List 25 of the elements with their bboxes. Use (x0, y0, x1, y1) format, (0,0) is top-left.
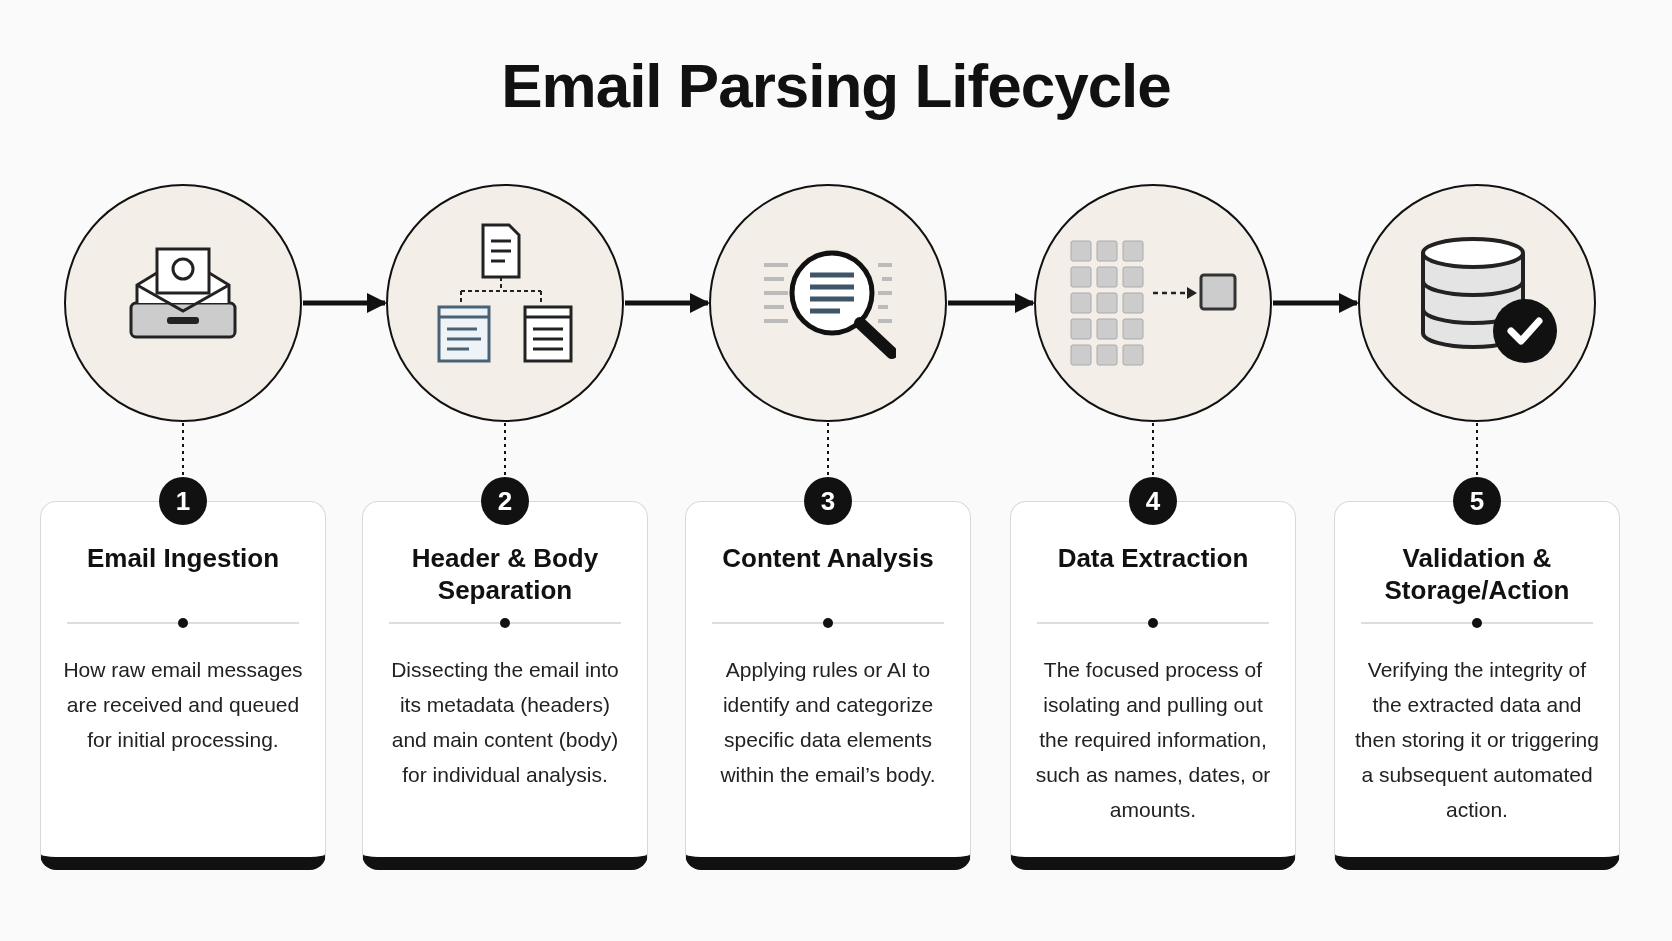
step-heading: Email Ingestion (85, 542, 281, 575)
step-description: How raw email messages are received and queued for initial processing. (62, 657, 304, 753)
dotted-connector (1152, 422, 1154, 477)
step-number: 3 (804, 477, 852, 525)
step-number: 5 (1453, 477, 1501, 525)
step-heading: Content Analysis (721, 542, 935, 575)
arrow (948, 293, 1035, 313)
step-number: 2 (481, 477, 529, 525)
dotted-connector (182, 422, 184, 477)
dotted-connector (504, 422, 506, 477)
step-number: 4 (1129, 477, 1177, 525)
arrow (1273, 293, 1359, 313)
step-description: Dissecting the email into its metadata (headers) and main content (body) for individual analysis. (390, 657, 620, 788)
step-description: Verifying the integrity of the extracted data and then storing it or triggering a subsequent automated action. (1355, 657, 1599, 823)
step-heading: Data Extraction (1056, 542, 1250, 575)
step-number: 1 (159, 477, 207, 525)
step-description: Applying rules or AI to identify and categorize specific data elements within the email’s body. (719, 657, 937, 788)
step-heading: Validation & Storage/Action (1383, 542, 1571, 606)
step-heading: Header & Body Separation (410, 542, 600, 606)
title: Email Parsing Lifecycle (501, 51, 1171, 120)
arrow (625, 293, 710, 313)
step-description: The focused process of isolating and pulling out the required information, such as names, dates, or amounts. (1034, 657, 1272, 823)
dotted-connector (827, 422, 829, 477)
arrow (303, 293, 387, 313)
dotted-connector (1476, 422, 1478, 477)
